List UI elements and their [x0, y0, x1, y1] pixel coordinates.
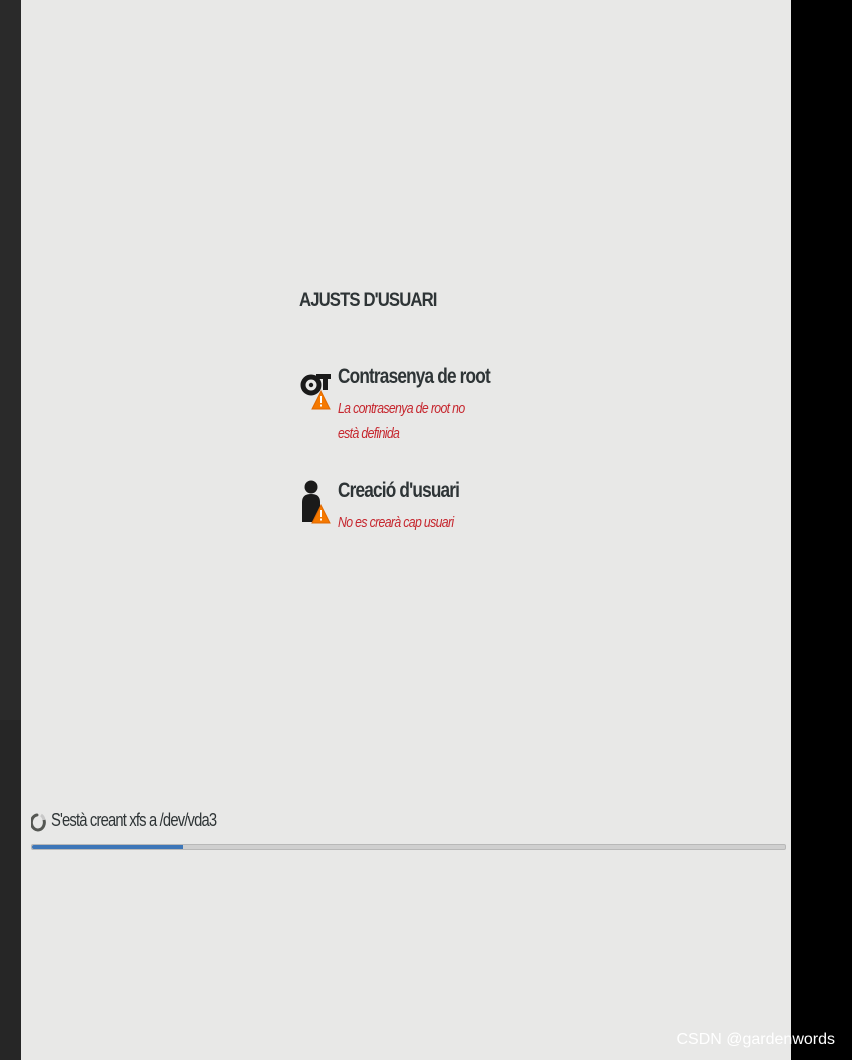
window-edge [791, 0, 852, 1060]
installation-progress-panel [21, 0, 791, 1060]
user-creation-status: No es crearà cap usuari [338, 514, 454, 531]
user-creation-spoke[interactable]: Creació d'usuari No es crearà cap usuari [299, 478, 539, 558]
user-settings-heading: AJUSTS D'USUARI [299, 290, 437, 311]
user-creation-warning-icon [302, 480, 331, 524]
progress-message: S'està creant xfs a /dev/vda3 [51, 810, 217, 830]
progress-bar-fill [32, 845, 183, 849]
root-password-status: La contrasenya de root no està definida [338, 400, 465, 442]
csdn-watermark: CSDN @gardenwords [676, 1031, 835, 1048]
root-password-title: Contrasenya de root [338, 365, 491, 388]
sidebar-bevel [0, 720, 21, 1060]
anaconda-sidebar [0, 0, 21, 1060]
root-password-key-warning-icon [300, 374, 331, 410]
spinner-icon [31, 813, 46, 832]
user-creation-title: Creació d'usuari [338, 479, 460, 502]
install-progress: S'està creant xfs a /dev/vda3 [31, 810, 787, 854]
root-password-spoke[interactable]: Contrasenya de root La contrasenya de ro… [299, 364, 539, 444]
progress-bar [31, 844, 786, 850]
